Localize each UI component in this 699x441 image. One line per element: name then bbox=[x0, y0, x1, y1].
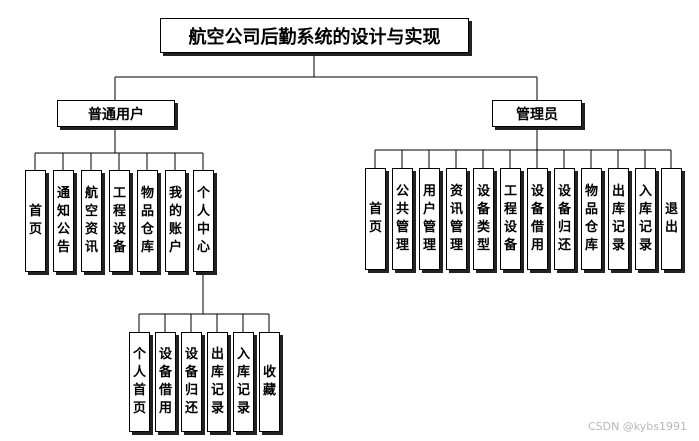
admin-item-home: 首页 bbox=[365, 168, 386, 270]
user-item-equipment: 工程设备 bbox=[109, 170, 130, 272]
admin-item-label: 用户管理 bbox=[422, 184, 436, 253]
user-item-warehouse: 物品仓库 bbox=[137, 170, 158, 272]
admin-item-label: 设备类型 bbox=[476, 184, 490, 253]
admin-item-inbound-record: 入库记录 bbox=[635, 168, 656, 270]
pc-item-label: 设备借用 bbox=[158, 347, 172, 416]
admin-item-engineering-equipment: 工程设备 bbox=[500, 168, 521, 270]
admin-item-label: 工程设备 bbox=[503, 184, 517, 253]
admin-item-label: 设备归还 bbox=[557, 184, 571, 253]
admin-item-equipment-return: 设备归还 bbox=[554, 168, 575, 270]
user-item-my-account: 我的账户 bbox=[165, 170, 186, 272]
diagram-title-text: 航空公司后勤系统的设计与实现 bbox=[188, 26, 441, 48]
user-item-label: 物品仓库 bbox=[140, 186, 154, 255]
user-group-label: 普通用户 bbox=[88, 106, 144, 123]
user-group-node: 普通用户 bbox=[57, 100, 175, 127]
user-item-personal-center: 个人中心 bbox=[193, 170, 214, 272]
admin-item-equipment-borrow: 设备借用 bbox=[527, 168, 548, 270]
user-item-home: 首页 bbox=[25, 170, 46, 272]
admin-item-label: 物品仓库 bbox=[584, 184, 598, 253]
admin-item-label: 设备借用 bbox=[530, 184, 544, 253]
user-item-label: 个人中心 bbox=[196, 186, 210, 255]
pc-item-equipment-return: 设备归还 bbox=[181, 332, 202, 432]
admin-group-node: 管理员 bbox=[492, 100, 582, 127]
pc-item-label: 收藏 bbox=[262, 365, 276, 398]
user-item-label: 航空资讯 bbox=[84, 186, 98, 255]
user-item-label: 我的账户 bbox=[168, 186, 182, 255]
user-item-label: 首页 bbox=[28, 204, 42, 237]
pc-item-label: 个人首页 bbox=[132, 347, 146, 416]
admin-item-label: 出库记录 bbox=[611, 184, 625, 253]
pc-item-label: 设备归还 bbox=[184, 347, 198, 416]
pc-item-equipment-borrow: 设备借用 bbox=[155, 332, 176, 432]
admin-item-equipment-type: 设备类型 bbox=[473, 168, 494, 270]
admin-item-outbound-record: 出库记录 bbox=[608, 168, 629, 270]
admin-item-warehouse: 物品仓库 bbox=[581, 168, 602, 270]
user-item-notice: 通知公告 bbox=[53, 170, 74, 272]
pc-item-inbound-record: 入库记录 bbox=[233, 332, 254, 432]
admin-item-label: 首页 bbox=[368, 202, 382, 235]
user-item-aviation-news: 航空资讯 bbox=[81, 170, 102, 272]
pc-item-outbound-record: 出库记录 bbox=[207, 332, 228, 432]
admin-item-news-management: 资讯管理 bbox=[446, 168, 467, 270]
pc-item-favorites: 收藏 bbox=[259, 332, 280, 432]
admin-item-label: 入库记录 bbox=[638, 184, 652, 253]
user-item-label: 工程设备 bbox=[112, 186, 126, 255]
watermark: CSDN @kybs1991 bbox=[587, 420, 687, 433]
pc-item-label: 入库记录 bbox=[236, 347, 250, 416]
pc-item-personal-home: 个人首页 bbox=[129, 332, 150, 432]
admin-item-label: 资讯管理 bbox=[449, 184, 463, 253]
admin-item-public-management: 公共管理 bbox=[392, 168, 413, 270]
admin-item-label: 退出 bbox=[664, 202, 678, 235]
diagram-title: 航空公司后勤系统的设计与实现 bbox=[160, 18, 469, 53]
user-item-label: 通知公告 bbox=[56, 186, 70, 255]
admin-group-label: 管理员 bbox=[516, 106, 558, 123]
admin-item-label: 公共管理 bbox=[395, 184, 409, 253]
admin-item-user-management: 用户管理 bbox=[419, 168, 440, 270]
admin-item-logout: 退出 bbox=[661, 168, 682, 270]
pc-item-label: 出库记录 bbox=[210, 347, 224, 416]
